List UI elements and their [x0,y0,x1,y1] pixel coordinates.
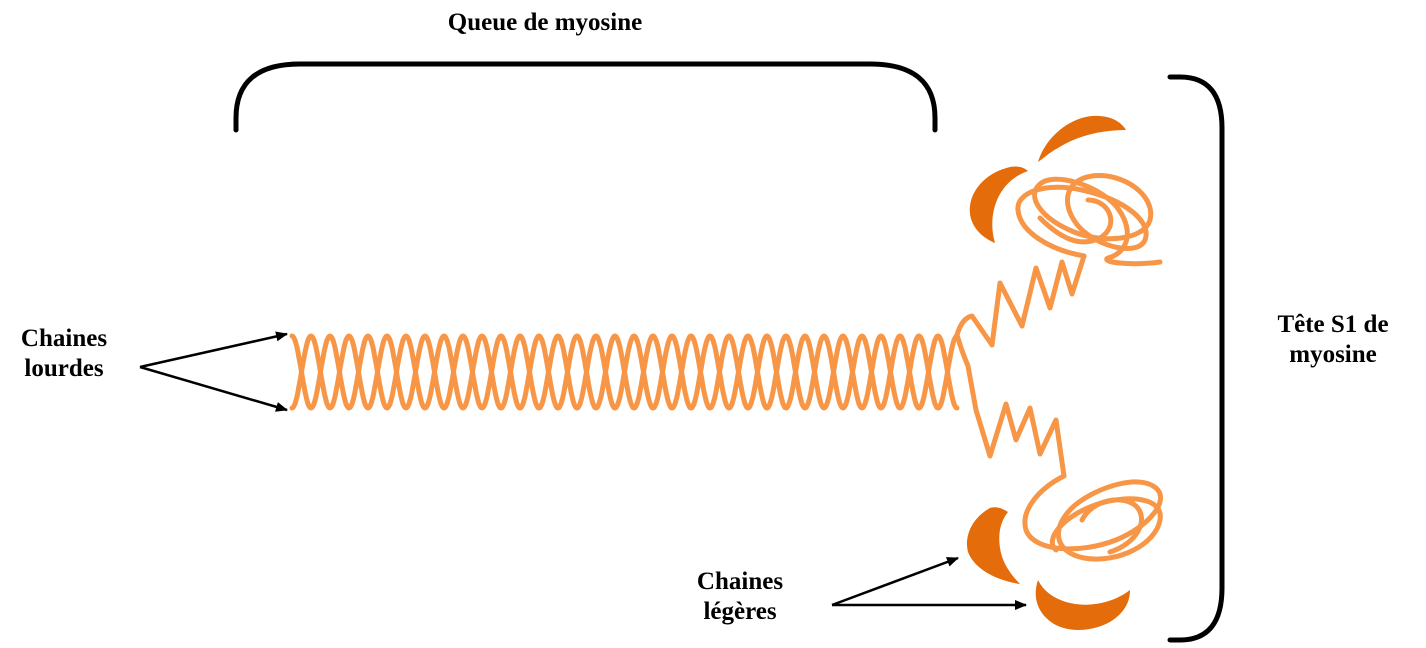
light-chain-upper-left [969,166,1028,243]
light-chain-arrow-upper [831,556,959,607]
tail-label-text: Queue de myosine [447,9,643,36]
lower-neck-chain [954,332,1067,479]
light-chains-label-line-2: légères [703,598,777,625]
head-label-line-1: Tête S1 de [1277,311,1389,338]
heavy-chains-label-line-1: Chaines [20,325,108,352]
tail-label: Queue de myosine [330,8,760,38]
heavy-chains-label-line-2: lourdes [24,355,104,382]
light-chain-lower-bottom [1035,580,1130,630]
head-label-line-2: myosine [1289,341,1377,368]
light-chain-lower-left [966,507,1020,584]
tail-bracket [233,61,938,133]
light-chain-upper-top [1038,115,1126,162]
heavy-chain-coil-b [289,333,960,411]
heavy-chain-arrow-bottom [139,365,288,412]
heavy-chain-arrow-top [139,331,288,369]
head-bracket [1167,74,1225,643]
head-label: Tête S1 de myosine [1240,310,1426,370]
lower-head-loop-2 [1079,497,1144,555]
upper-head-loop-2 [1037,197,1114,245]
light-chains-label: Chaines légères [640,567,840,627]
upper-neck-chain [954,253,1087,348]
heavy-chains-label: Chaines lourdes [0,324,128,384]
light-chains-label-line-1: Chaines [696,568,784,595]
upper-head-loops [1015,173,1163,267]
